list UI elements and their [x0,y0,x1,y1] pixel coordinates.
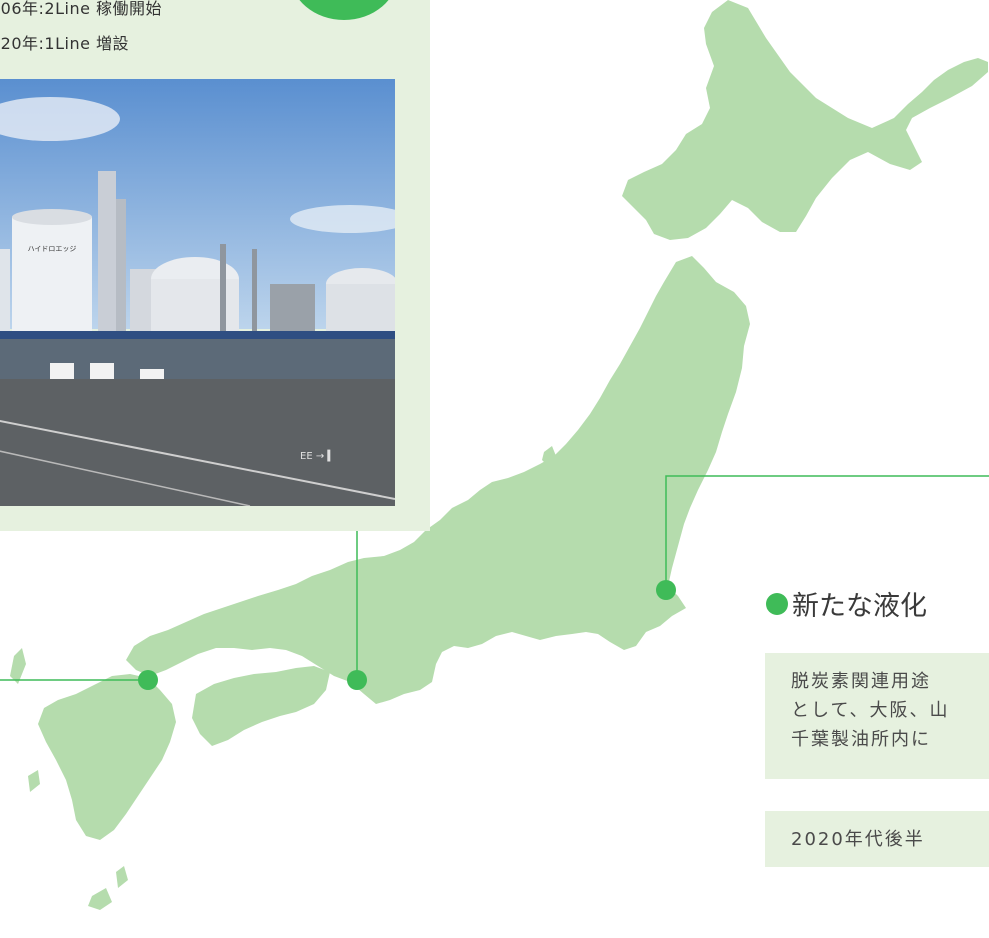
section-heading-text: 新たな液化 [792,591,927,622]
tsushima-island [10,648,26,684]
schedule-text: 2020年代後半 [791,829,925,850]
plant-photo: ハイドロエッジ EE → ▍ [0,79,395,506]
goto-islands [28,770,40,792]
sado-island [542,446,556,466]
shikoku [192,666,330,746]
history-line-2: 020年:1Line 増設 [0,34,130,53]
chiba-connector-line [665,475,989,590]
schedule-box: 2020年代後半 [765,811,989,867]
osaka-marker [347,670,367,690]
svg-text:EE → ▍: EE → ▍ [300,449,335,462]
kyushu [38,674,176,840]
description-line-2: として、大阪、山 [791,700,950,721]
tank-label: ハイドロエッジ [28,245,77,253]
chiba-marker [656,580,676,600]
bullet-dot-icon [766,592,788,615]
description-box: 脱炭素関連用途 として、大阪、山 千葉製油所内に [765,653,989,779]
southern-islands [88,888,112,910]
oki-island [356,566,368,580]
corner-badge [290,0,398,20]
description-line-3: 千葉製油所内に [791,729,931,750]
yamaguchi-marker [138,670,158,690]
hokkaido [622,0,988,240]
osaka-plant-card: 006年:2Line 稼働開始 020年:1Line 増設 ハイドロエッジ [0,0,430,531]
description-line-1: 脱炭素関連用途 [791,671,931,692]
awaji-island [306,672,320,696]
honshu [126,256,750,704]
history-line-1: 006年:2Line 稼働開始 [0,0,163,18]
section-heading: 新たな液化 [766,584,927,623]
